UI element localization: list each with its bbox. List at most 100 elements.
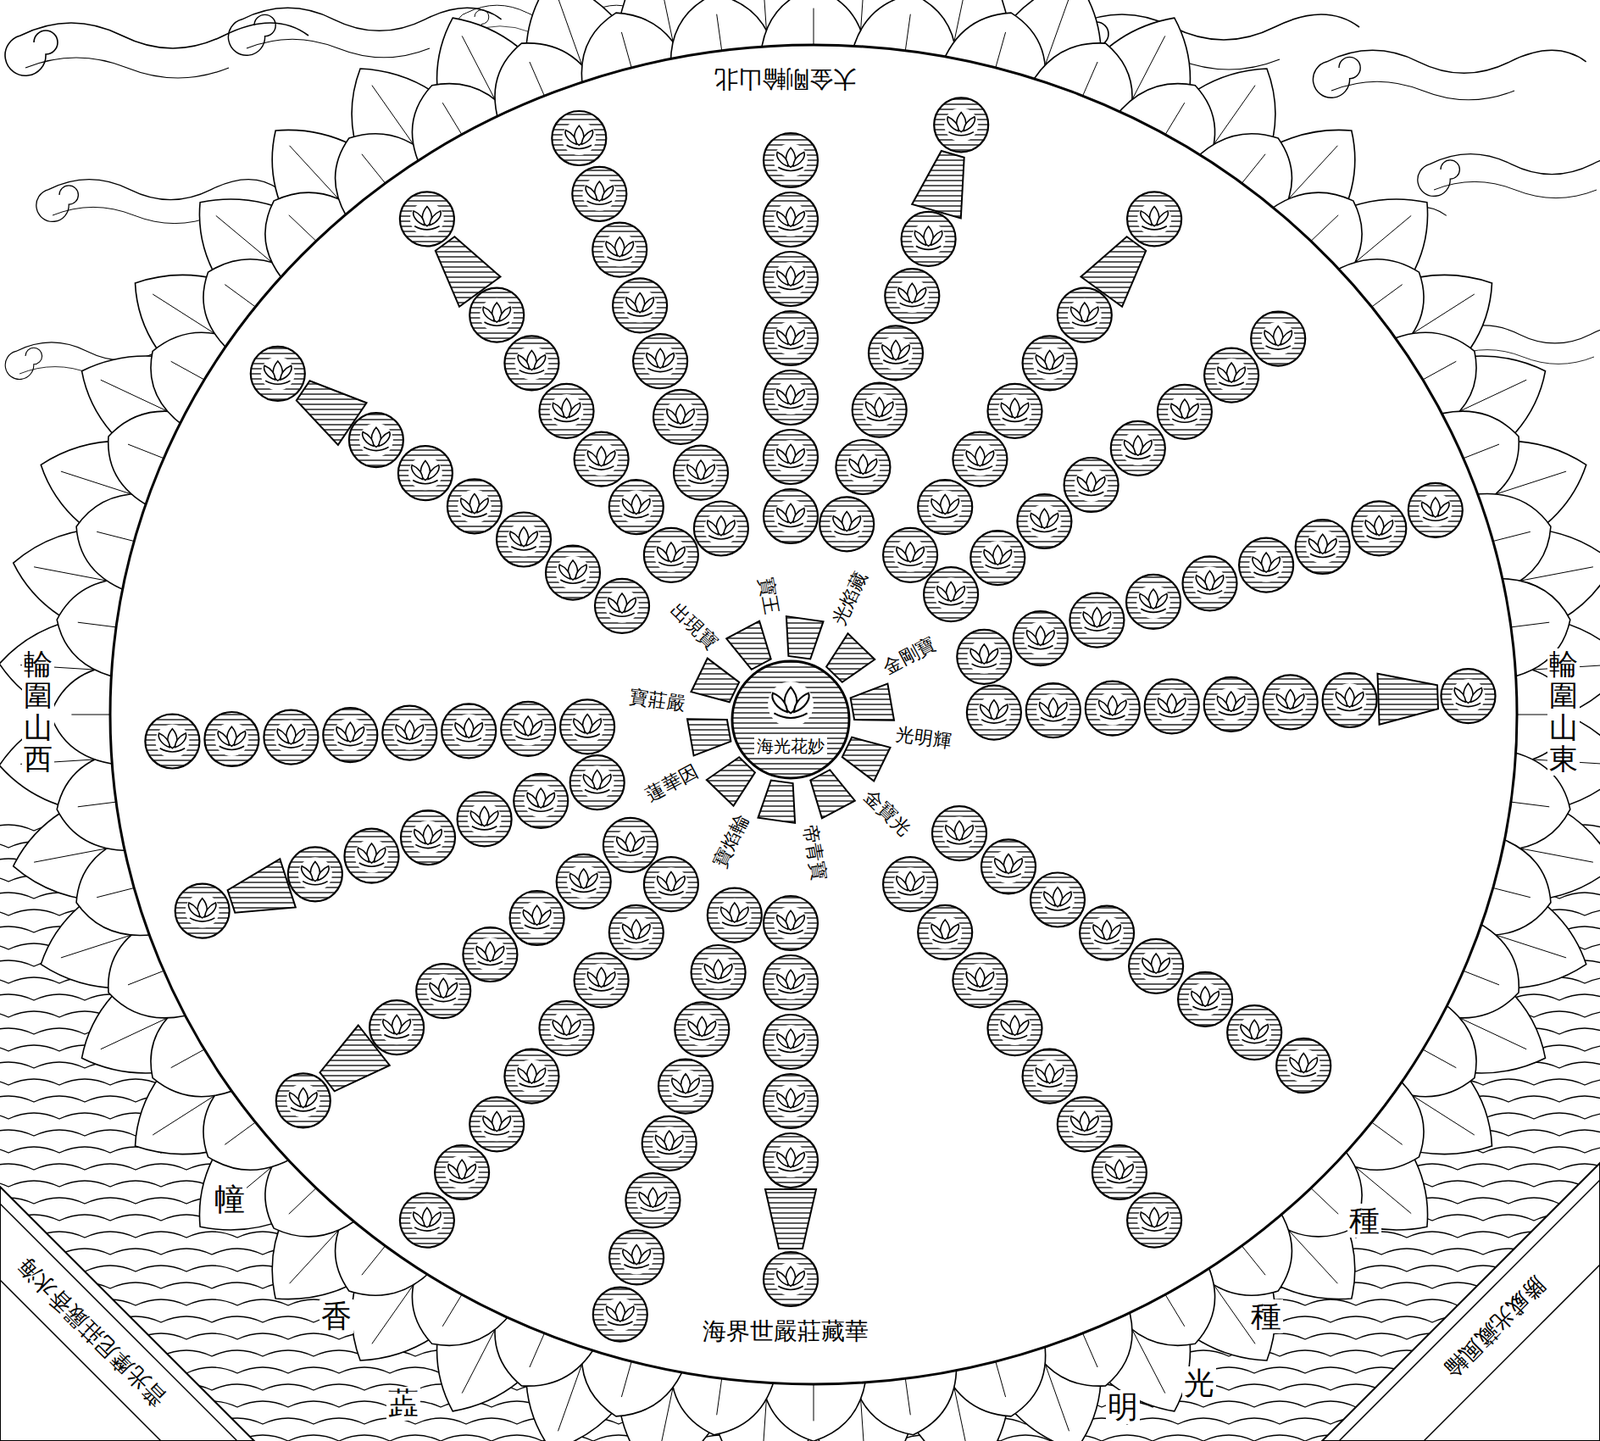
lotus-base <box>933 938 958 943</box>
pedestal-trapezoid <box>296 380 367 445</box>
leaf-vein <box>96 531 134 541</box>
seed-ground <box>214 722 249 756</box>
seed-circle <box>1128 938 1184 994</box>
lotus-petal <box>510 531 522 546</box>
world-seed <box>1022 335 1078 390</box>
seed-circle <box>763 311 818 366</box>
world-seed <box>658 1059 713 1114</box>
seed-ground <box>773 321 808 356</box>
leaf-vein <box>442 1294 462 1327</box>
lotus-petal <box>589 718 601 734</box>
seed-circle <box>763 895 818 950</box>
lotus-petal <box>575 564 587 579</box>
world-seed <box>1111 421 1166 476</box>
seed-circle <box>1250 311 1306 367</box>
lotus-icon <box>657 542 685 566</box>
lotus-petal <box>280 365 292 380</box>
seed-ground <box>1027 504 1062 539</box>
lotus-petal <box>175 733 187 748</box>
seed-ground <box>286 1083 321 1117</box>
world-seed <box>539 383 595 439</box>
lotus-icon <box>707 516 735 539</box>
seed-ground <box>944 107 978 142</box>
lotus-petal <box>777 1092 789 1107</box>
seed-ground <box>619 915 654 950</box>
lotus-petal <box>1325 538 1337 553</box>
lotus-petal <box>411 465 423 480</box>
world-seed <box>1183 555 1238 611</box>
lotus-icon <box>777 444 805 467</box>
lotus-base <box>777 929 803 934</box>
world-seed <box>1276 1038 1331 1093</box>
pedestal-trapezoid <box>850 683 895 721</box>
lotus-petal <box>414 829 426 845</box>
lotus-petal <box>622 499 634 514</box>
lotus-petal <box>336 727 348 742</box>
lotus-base <box>1197 590 1223 595</box>
lotus-petal <box>487 811 499 826</box>
seed-circle <box>1441 668 1496 723</box>
lotus-icon <box>622 919 650 943</box>
lotus-base <box>383 1034 409 1039</box>
seed-circle <box>609 479 664 534</box>
lotus-petal <box>1122 1163 1134 1178</box>
lotus-icon <box>1422 497 1450 521</box>
lotus-icon <box>777 384 805 408</box>
corner-panel <box>1322 1162 1600 1441</box>
lotus-icon <box>1335 687 1363 711</box>
seed-ground <box>411 820 445 855</box>
seed-ground <box>773 1261 808 1296</box>
lotus-petal <box>882 401 894 417</box>
lotus-base <box>688 479 713 484</box>
lotus-petal <box>622 923 634 939</box>
world-seed <box>819 496 874 551</box>
seed-ground <box>185 894 220 928</box>
seed-ground <box>392 716 427 750</box>
lotus-petal <box>517 355 529 370</box>
lotus-petal <box>429 1211 441 1227</box>
lotus-icon <box>931 919 959 943</box>
seed-circle <box>551 111 606 166</box>
lotus-petal <box>1276 694 1288 709</box>
world-seed <box>988 383 1043 439</box>
lotus-petal <box>493 945 505 961</box>
pedestal-trapezoid <box>758 780 796 823</box>
lotus-petal <box>657 876 669 891</box>
lotus-petal <box>616 836 628 851</box>
lotus-petal <box>413 1211 425 1227</box>
lotus-petal <box>606 1305 618 1321</box>
seed-circle <box>382 705 437 761</box>
seed-ground <box>514 1059 549 1094</box>
lotus-icon <box>966 967 994 991</box>
seed-circle <box>653 389 708 445</box>
world-ring <box>110 44 1517 1384</box>
leaf-vein <box>995 32 1006 68</box>
pedestal-trapezoid <box>1081 236 1147 307</box>
lotus-base <box>461 513 487 517</box>
lotus-petal <box>1156 1211 1168 1227</box>
lotus-base <box>484 322 510 326</box>
lotus-icon <box>1454 683 1482 706</box>
lotus-base <box>777 1285 803 1289</box>
leaf-vein <box>995 1361 1006 1397</box>
world-seed <box>642 1116 697 1171</box>
lotus-petal <box>849 516 861 531</box>
seed-ground <box>467 801 502 836</box>
lotus-petal <box>1115 700 1127 715</box>
lotus-base <box>658 561 684 566</box>
seed-circle <box>539 1000 595 1056</box>
seed-circle <box>612 277 667 333</box>
seed-ground <box>966 639 1001 674</box>
lotus-base <box>834 531 860 535</box>
lotus-icon <box>622 1244 650 1268</box>
lotus-icon <box>616 832 645 856</box>
lotus-petal <box>470 811 482 826</box>
lotus-base <box>946 840 972 845</box>
seed-ground <box>379 1010 414 1045</box>
lotus-base <box>1218 382 1244 386</box>
seed-circle <box>469 1096 524 1151</box>
lotus-petal <box>896 546 908 562</box>
lotus-petal <box>294 728 306 744</box>
seed-ground <box>1188 982 1223 1017</box>
lotus-base <box>981 719 1006 723</box>
